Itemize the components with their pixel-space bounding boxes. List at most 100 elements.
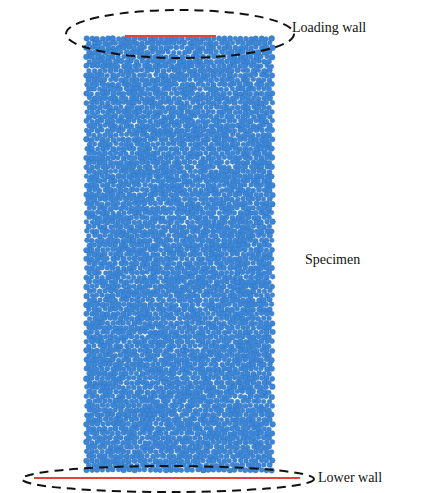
particle [140,59,145,64]
particle [116,155,121,160]
particle [169,210,174,215]
particle [270,274,275,279]
particle [153,146,158,151]
particle [214,206,219,211]
particle [242,118,247,123]
particle [185,183,190,188]
particle [192,86,197,91]
particle [261,197,266,202]
particle [125,118,131,124]
particle [193,114,198,119]
particle [171,261,176,266]
particle [108,252,113,257]
particle [219,49,224,54]
particle [185,155,190,160]
particle [121,100,126,105]
particle [163,228,168,233]
particle [163,63,169,69]
particle [200,210,205,215]
particle [109,279,114,284]
particle [137,73,142,78]
particle [99,127,104,132]
particle [232,210,237,215]
particle [217,211,222,216]
particle [94,44,100,50]
particle [203,251,208,256]
particle [269,154,275,160]
particle [257,58,262,63]
particle [243,265,248,270]
particle [121,127,126,132]
particle [163,109,168,114]
particle [131,146,136,151]
particle [153,210,159,216]
particle [211,110,216,115]
particle [142,109,147,114]
particle [198,260,204,266]
particle [222,119,227,124]
particle [116,293,121,298]
particle [193,197,198,202]
particle [92,288,97,293]
particle [126,155,131,160]
particle [92,279,97,284]
particle [87,261,92,266]
particle [197,288,202,293]
particle [187,159,192,164]
particle [195,228,201,234]
particle [137,183,142,188]
particle [134,67,139,72]
particle [235,251,240,256]
particle [256,86,261,91]
particle [232,219,237,224]
particle [92,150,97,155]
particle [233,73,238,78]
particle [156,270,161,275]
particle [121,247,126,252]
particle [184,192,189,197]
particle [245,270,250,275]
particle [227,118,232,123]
particle [126,275,131,280]
particle [221,265,227,271]
particle [90,63,96,69]
particle [84,220,89,225]
particle [163,247,168,252]
particle [124,206,129,211]
particle [214,104,219,109]
particle [259,283,264,288]
particle [101,109,106,114]
particle [156,224,161,229]
particle [150,50,155,55]
particle [264,256,269,261]
particle [203,261,208,266]
particle [216,274,221,279]
particle [142,100,148,106]
particle [100,293,105,298]
particle [142,119,147,124]
particle [110,54,116,60]
particle [91,86,96,91]
particle [97,270,102,275]
particle [113,196,118,201]
particle [204,49,209,54]
particle [264,100,269,105]
particle [187,49,192,54]
particle [267,288,272,293]
particle [103,288,108,293]
particle [165,168,171,174]
particle [140,178,145,183]
particle [264,73,269,78]
particle [211,164,216,169]
particle [249,256,254,261]
particle [249,183,254,188]
particle [142,72,147,77]
particle [105,247,110,252]
particle [142,200,148,206]
particle [198,114,203,119]
particle [113,205,118,210]
particle [250,168,256,174]
particle [118,58,124,64]
particle [124,132,129,137]
particle [219,105,224,110]
